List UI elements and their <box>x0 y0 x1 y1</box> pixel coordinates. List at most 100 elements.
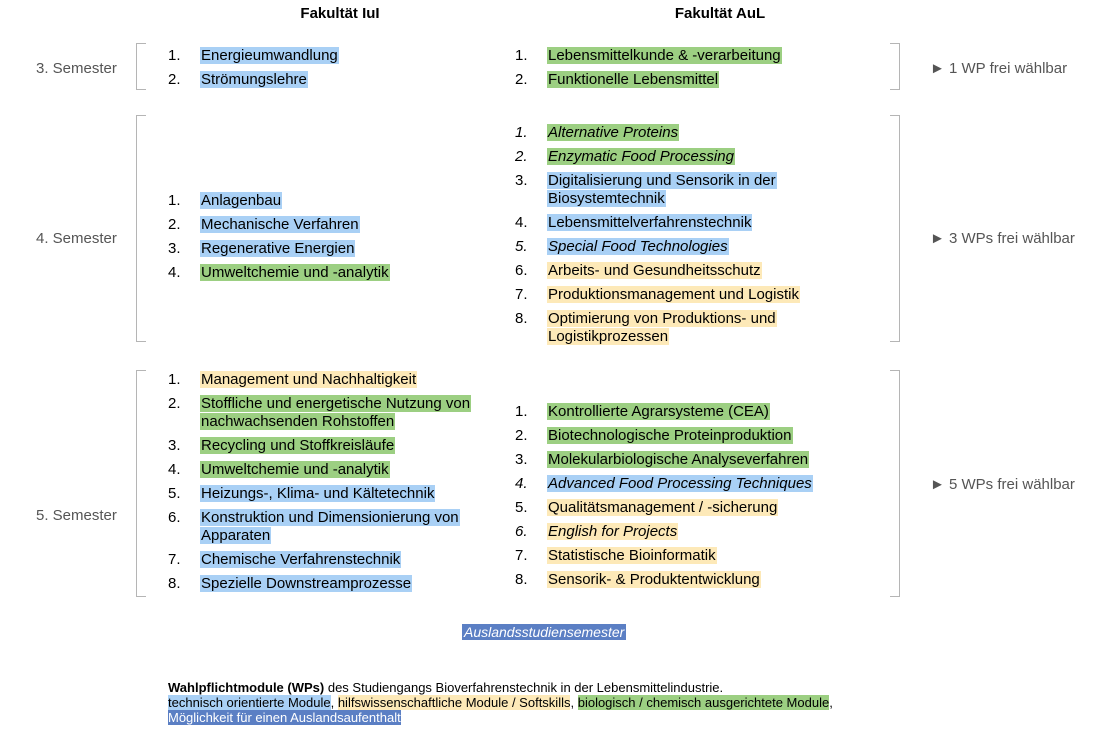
module-name-text: Special Food Technologies <box>547 238 729 255</box>
module-aul-sem4-5: 5.Special Food Technologies <box>515 238 875 256</box>
module-iul-sem5-2: 2.Stoffliche und energetische Nutzung vo… <box>168 395 528 431</box>
module-name: Umweltchemie und -analytik <box>200 264 530 282</box>
legend-sep: , <box>570 695 578 710</box>
module-name-text: Kontrollierte Agrarsysteme (CEA) <box>547 403 770 420</box>
wp-info-sem4: ► 3 WPs frei wählbar <box>930 230 1075 247</box>
legend-abroad: Möglichkeit für einen Auslandsaufenthalt <box>168 710 1068 725</box>
module-aul-sem4-4: 4. Lebensmittelverfahrenstechnik <box>515 214 875 232</box>
module-number: 3. <box>515 451 528 468</box>
header-fakultaet-aul: Fakultät AuL <box>674 5 766 22</box>
module-number: 5. <box>515 499 528 516</box>
module-name-text: Anlagenbau <box>200 192 283 209</box>
legend-auxiliary: hilfswissenschaftliche Module / Softskil… <box>337 695 571 710</box>
module-name-text: Umweltchemie und -analytik <box>200 264 390 281</box>
module-number: 4. <box>515 214 528 231</box>
module-name-text: Heizungs-, Klima- und Kältetechnik <box>200 485 436 502</box>
module-iul-sem5-8: 8. Spezielle Downstreamprozesse <box>168 575 528 593</box>
bracket-right-sem3 <box>890 43 900 90</box>
module-name: Umweltchemie und -analytik <box>200 461 530 479</box>
module-aul-sem5-3: 3. Molekularbiologische Analyseverfahren <box>515 451 875 469</box>
module-name: Chemische Verfahrenstechnik <box>200 551 530 569</box>
module-name: Strömungslehre <box>200 71 530 89</box>
module-name-text: Sensorik- & Produktentwicklung <box>547 571 761 588</box>
module-name-text: Molekularbiologische Analyseverfahren <box>547 451 810 468</box>
module-name: Recycling und Stoffkreisläufe <box>200 437 530 455</box>
module-name: Management und Nachhaltigkeit <box>200 371 530 389</box>
module-name: Special Food Technologies <box>547 238 877 256</box>
module-number: 2. <box>168 71 181 88</box>
module-name-text: Chemische Verfahrenstechnik <box>200 551 402 568</box>
module-number: 2. <box>168 216 181 233</box>
module-name-text: Lebensmittelverfahrenstechnik <box>547 214 753 231</box>
module-number: 5. <box>168 485 181 502</box>
module-name: Enzymatic Food Processing <box>547 148 877 166</box>
module-number: 2. <box>515 427 528 444</box>
module-name-line: Optimierung von Produktions- und <box>547 310 777 327</box>
module-name: Kontrollierte Agrarsysteme (CEA) <box>547 403 877 421</box>
module-name: Qualitätsmanagement / -sicherung <box>547 499 877 517</box>
module-number: 1. <box>515 124 528 141</box>
module-name-text: Regenerative Energien <box>200 240 356 257</box>
module-number: 8. <box>168 575 181 592</box>
module-number: 1. <box>168 371 181 388</box>
module-name-line: Apparaten <box>200 527 272 544</box>
legend-abroad-text: Möglichkeit für einen Auslandsaufenthalt <box>168 710 401 725</box>
module-aul-sem5-6: 6. English for Projects <box>515 523 875 541</box>
module-name: Spezielle Downstreamprozesse <box>200 575 530 593</box>
module-number: 6. <box>515 523 528 540</box>
wp-info-sem5: ► 5 WPs frei wählbar <box>930 476 1075 493</box>
module-name: Produktionsmanagement und Logistik <box>547 286 877 304</box>
module-number: 1. <box>168 47 181 64</box>
semester-3-label: 3. Semester <box>36 60 117 77</box>
module-number: 8. <box>515 310 528 327</box>
module-name-text: Produktionsmanagement und Logistik <box>547 286 800 303</box>
module-name-line: Biosystemtechnik <box>547 190 666 207</box>
module-name: Advanced Food Processing Techniques <box>547 475 877 493</box>
module-iul-sem5-7: 7. Chemische Verfahrenstechnik <box>168 551 528 569</box>
legend: Wahlpflichtmodule (WPs) des Studiengangs… <box>168 680 1068 725</box>
module-name: Anlagenbau <box>200 192 530 210</box>
module-aul-sem5-8: 8.Sensorik- & Produktentwicklung <box>515 571 875 589</box>
bracket-right-sem4 <box>890 115 900 342</box>
module-name: Energieumwandlung <box>200 47 530 65</box>
module-name-text: Lebensmittelkunde & -verarbeitung <box>547 47 782 64</box>
module-name-text: Umweltchemie und -analytik <box>200 461 390 478</box>
module-number: 4. <box>168 461 181 478</box>
module-name-text: Spezielle Downstreamprozesse <box>200 575 413 592</box>
legend-sep: , <box>829 695 833 710</box>
module-name-text: Recycling und Stoffkreisläufe <box>200 437 396 454</box>
module-number: 1. <box>515 47 528 64</box>
module-name: Biotechnologische Proteinproduktion <box>547 427 877 445</box>
module-iul-sem5-1: 1. Management und Nachhaltigkeit <box>168 371 528 389</box>
module-name: Funktionelle Lebensmittel <box>547 71 877 89</box>
module-name-text: Biotechnologische Proteinproduktion <box>547 427 793 444</box>
module-iul-sem3-2: 2.Strömungslehre <box>168 71 528 89</box>
module-number: 3. <box>168 240 181 257</box>
semester-5-label: 5. Semester <box>36 507 117 524</box>
module-iul-sem4-4: 4.Umweltchemie und -analytik <box>168 264 528 282</box>
module-number: 6. <box>515 262 528 279</box>
module-number: 1. <box>168 192 181 209</box>
module-name-text: Energieumwandlung <box>200 47 339 64</box>
module-name-text: English for Projects <box>547 523 679 540</box>
module-name-text: Mechanische Verfahren <box>200 216 360 233</box>
module-name-text: Funktionelle Lebensmittel <box>547 71 720 88</box>
module-number: 2. <box>515 71 528 88</box>
module-number: 7. <box>168 551 181 568</box>
legend-title-rest: des Studiengangs Bioverfahrenstechnik in… <box>324 680 724 695</box>
module-number: 1. <box>515 403 528 420</box>
module-iul-sem4-2: 2. Mechanische Verfahren <box>168 216 528 234</box>
bracket-left-sem4 <box>136 115 146 342</box>
module-iul-sem5-3: 3. Recycling und Stoffkreisläufe <box>168 437 528 455</box>
module-iul-sem4-1: 1. Anlagenbau <box>168 192 528 210</box>
module-number: 3. <box>168 437 181 454</box>
bracket-left-sem5 <box>136 370 146 597</box>
module-name-text: Arbeits- und Gesundheitsschutz <box>547 262 762 279</box>
